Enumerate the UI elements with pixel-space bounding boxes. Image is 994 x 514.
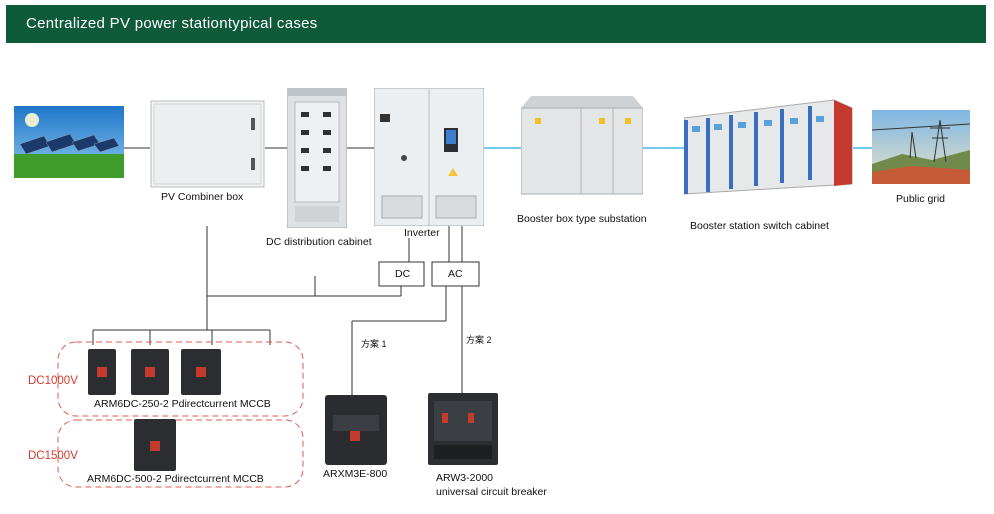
mccb-500-image xyxy=(134,419,176,471)
header-bar: Centralized PV power stationtypical case… xyxy=(6,5,986,43)
booster-switch-cabinet-image xyxy=(684,99,853,195)
mccb-small-image xyxy=(88,349,116,395)
page-title: Centralized PV power stationtypical case… xyxy=(26,15,318,32)
public-grid-image xyxy=(872,110,970,184)
inverter-image xyxy=(374,88,484,226)
dc1500v-label: DC1500V xyxy=(28,450,78,462)
arxm3e-800-image xyxy=(325,395,387,465)
dc-branch-label: DC xyxy=(395,268,411,280)
inverter-label: Inverter xyxy=(404,227,440,239)
mccb-250-label: ARM6DC-250-2 Pdirectcurrent MCCB xyxy=(94,398,271,410)
mccb-medium-image xyxy=(131,349,169,395)
arw3-label-line1: ARW3-2000 xyxy=(436,472,494,484)
arw3-2000-image xyxy=(428,393,498,465)
arxm3e-label: ARXM3E-800 xyxy=(323,468,388,480)
mccb-500-label: ARM6DC-500-2 Pdirectcurrent MCCB xyxy=(87,473,264,485)
pv-combiner-label: PV Combiner box xyxy=(161,191,244,203)
booster-box-substation-image xyxy=(521,96,643,195)
public-grid-label: Public grid xyxy=(896,193,946,205)
dc-distribution-label: DC distribution cabinet xyxy=(266,236,372,248)
pv-combiner-box-image xyxy=(150,100,265,188)
dc1000v-label: DC1000V xyxy=(28,375,78,387)
plan2-label: 方案 2 xyxy=(466,335,492,345)
plan1-label: 方案 1 xyxy=(361,339,387,349)
solar-panel-image xyxy=(14,106,124,178)
booster-switch-label: Booster station switch cabinet xyxy=(690,220,829,232)
dc-distribution-cabinet-image xyxy=(287,88,347,228)
booster-box-label: Booster box type substation xyxy=(517,213,647,225)
ac-branch-label: AC xyxy=(448,268,463,280)
mccb-250-image xyxy=(181,349,221,395)
arw3-label-line2: universal circuit breaker xyxy=(436,486,547,498)
